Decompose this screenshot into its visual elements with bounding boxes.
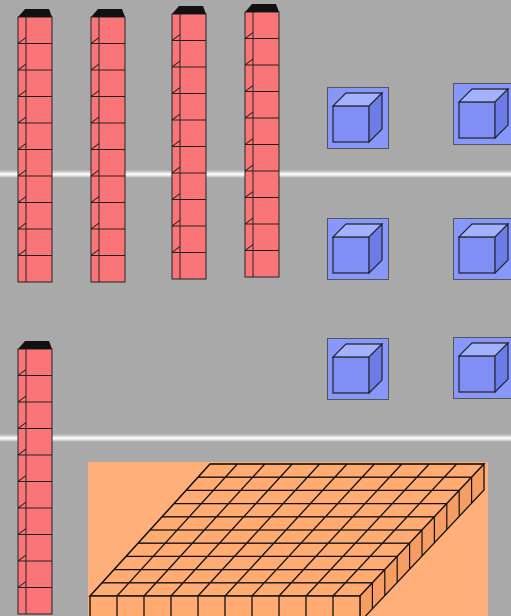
tens-rod[interactable] — [171, 5, 207, 281]
unit-cube[interactable] — [453, 218, 511, 280]
unit-cube[interactable] — [327, 338, 389, 400]
tens-rod[interactable] — [244, 3, 280, 279]
unit-cube[interactable] — [453, 83, 511, 145]
row-divider-2 — [0, 434, 511, 442]
tens-rod[interactable] — [17, 340, 53, 616]
tens-rod[interactable] — [17, 8, 53, 284]
unit-cube[interactable] — [453, 337, 511, 399]
unit-cube[interactable] — [327, 218, 389, 280]
tens-rod[interactable] — [90, 8, 126, 284]
hundreds-flat[interactable] — [88, 462, 488, 616]
unit-cube[interactable] — [327, 87, 389, 149]
